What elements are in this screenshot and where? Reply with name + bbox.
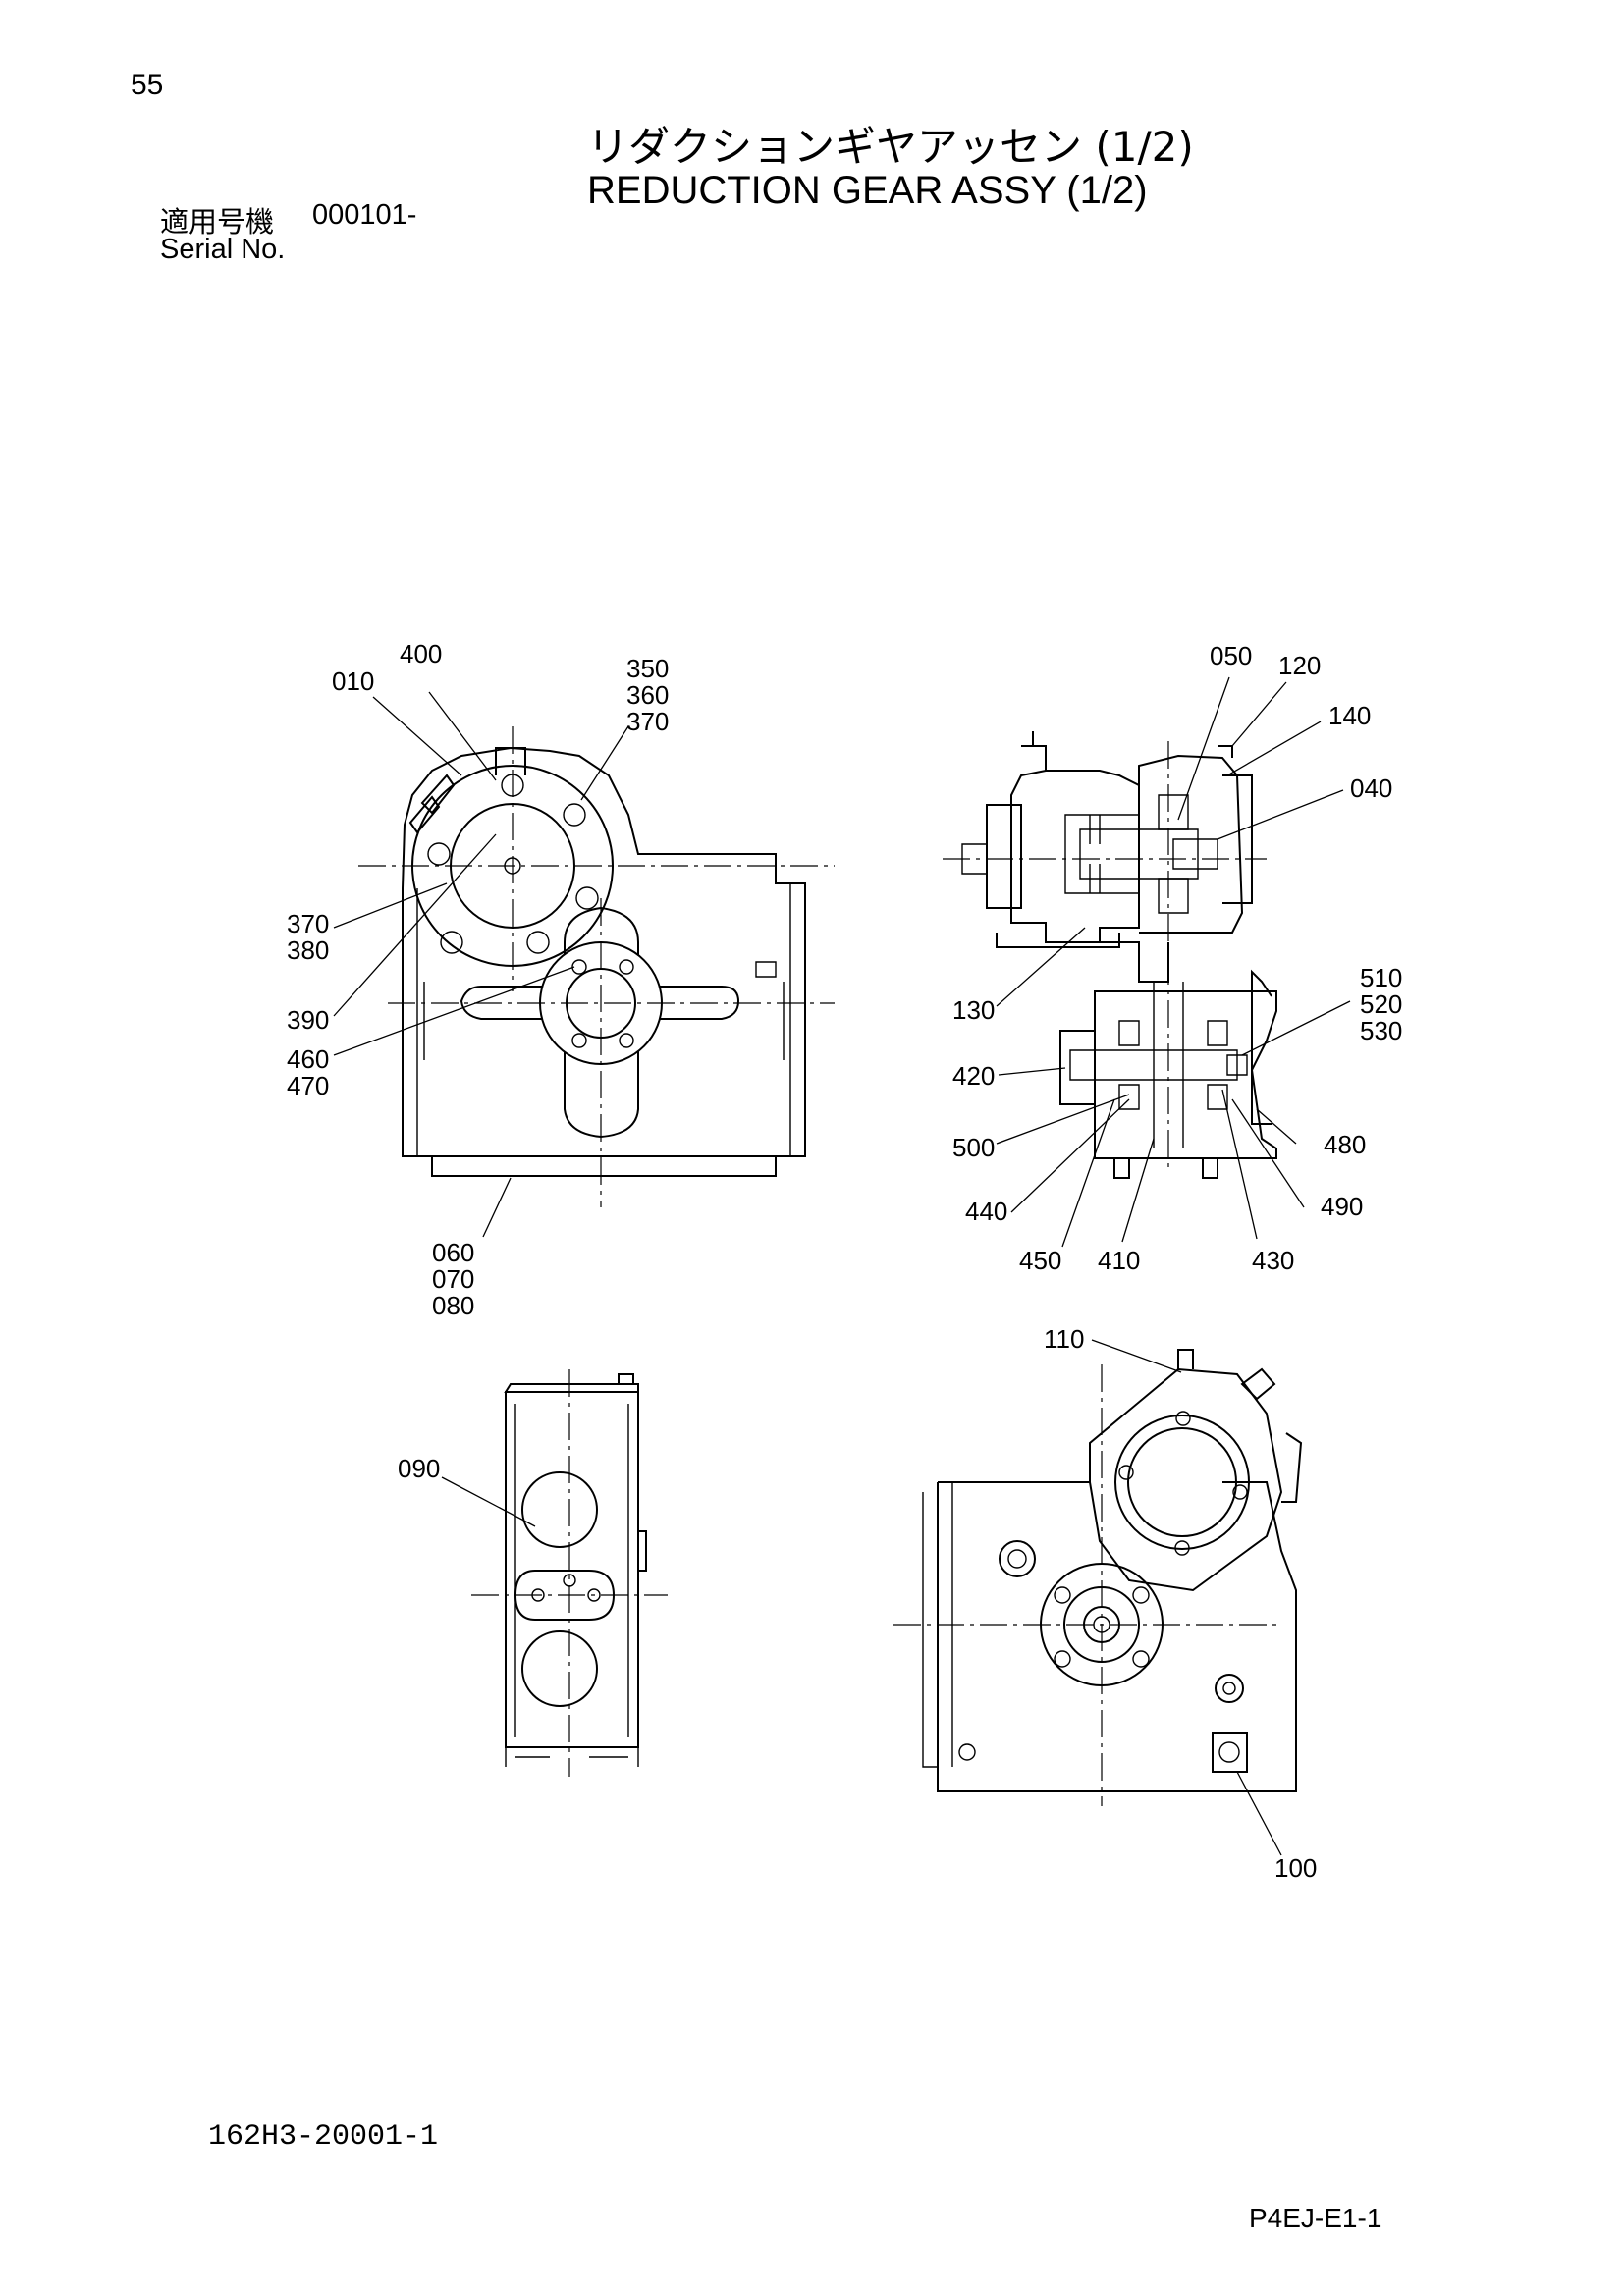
part-label-420: 420 xyxy=(952,1061,995,1091)
rear-view xyxy=(893,1349,1303,1806)
serial-number-value: 000101- xyxy=(312,199,417,231)
part-label-520: 520 xyxy=(1360,989,1402,1019)
title-japanese: リダクションギヤアッセン (1/2) xyxy=(587,123,1194,171)
part-label-010: 010 xyxy=(332,667,374,696)
part-label-410: 410 xyxy=(1098,1246,1140,1275)
part-label-120: 120 xyxy=(1278,651,1321,680)
part-label-360: 360 xyxy=(626,680,669,710)
drawing-number: 162H3-20001-1 xyxy=(208,2120,439,2154)
part-label-460: 460 xyxy=(287,1044,329,1074)
side-view xyxy=(471,1369,668,1777)
part-label-390: 390 xyxy=(287,1005,329,1035)
part-label-090: 090 xyxy=(398,1454,440,1483)
title-english: REDUCTION GEAR ASSY (1/2) xyxy=(587,169,1148,212)
serial-label-japanese: 適用号機 xyxy=(160,205,275,239)
part-label-040: 040 xyxy=(1350,774,1392,803)
part-label-100: 100 xyxy=(1274,1853,1317,1883)
part-label-140: 140 xyxy=(1328,701,1371,730)
front-view xyxy=(358,726,835,1207)
part-label-470: 470 xyxy=(287,1071,329,1100)
part-label-350: 350 xyxy=(626,654,669,683)
part-label-080: 080 xyxy=(432,1291,474,1320)
part-labels: 010 400 350 360 370 370 380 390 460 470 … xyxy=(287,639,1402,1883)
part-label-370-upper: 370 xyxy=(626,707,669,736)
page-code: P4EJ-E1-1 xyxy=(1249,2203,1382,2233)
part-label-430: 430 xyxy=(1252,1246,1294,1275)
part-label-070: 070 xyxy=(432,1264,474,1294)
part-label-400: 400 xyxy=(400,639,442,668)
part-label-510: 510 xyxy=(1360,963,1402,992)
part-label-450: 450 xyxy=(1019,1246,1061,1275)
page-number: 55 xyxy=(131,69,164,101)
leader-lines xyxy=(333,676,1351,1856)
part-label-530: 530 xyxy=(1360,1016,1402,1045)
part-label-130: 130 xyxy=(952,995,995,1025)
part-label-380: 380 xyxy=(287,935,329,965)
part-label-110: 110 xyxy=(1044,1324,1084,1354)
part-label-440: 440 xyxy=(965,1197,1007,1226)
part-label-370-lower: 370 xyxy=(287,909,329,938)
part-label-490: 490 xyxy=(1321,1192,1363,1221)
serial-label-english: Serial No. xyxy=(160,234,286,265)
part-label-060: 060 xyxy=(432,1238,474,1267)
part-label-500: 500 xyxy=(952,1133,995,1162)
part-label-480: 480 xyxy=(1324,1130,1366,1159)
part-label-050: 050 xyxy=(1210,641,1252,670)
section-view xyxy=(943,731,1277,1179)
